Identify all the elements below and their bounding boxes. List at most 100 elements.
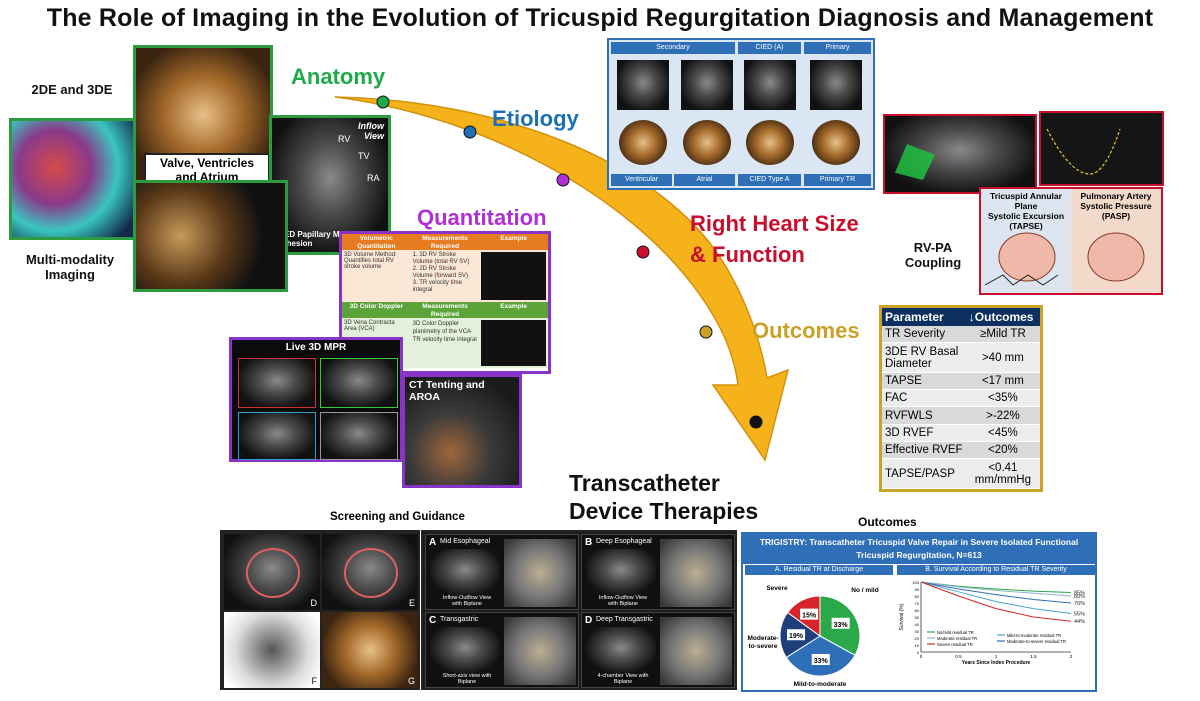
anatomy-dot <box>376 95 390 109</box>
outcome-parameter: TR Severity <box>882 326 966 344</box>
label-multimodality: Multi-modality Imaging <box>25 252 115 282</box>
mpr-view-2 <box>320 358 398 408</box>
tee-caption: Inflow-Outflow View with Biplane <box>598 595 648 607</box>
mpr-view-4 <box>320 412 398 460</box>
quantitation-dot <box>556 173 570 187</box>
mpr-label: Live 3D MPR <box>285 342 347 353</box>
outcome-threshold: <20% <box>965 441 1040 460</box>
tee-letter: C <box>429 615 437 626</box>
y-tick-label: 10 <box>915 643 920 648</box>
workflow-arrow <box>334 95 790 462</box>
multimodality-heart-image <box>9 118 137 240</box>
y-tick-label: 90 <box>915 587 920 592</box>
outcomes-row: Effective RVEF<20% <box>882 441 1040 460</box>
outcomes-row: 3DE RV Basal Diameter>40 mm <box>882 342 1040 373</box>
etiology-footer-primary: Primary TR <box>804 174 871 186</box>
quant-r2-mid: 3D Color Doppler planimetry of the VCA T… <box>412 321 477 343</box>
sub-b-label: B. Survival According to Residual TR Sev… <box>897 565 1095 575</box>
fluoro-image <box>504 617 576 685</box>
ct-view-e: E <box>322 534 418 610</box>
stage-right-heart: Right Heart Size & Function <box>690 211 859 267</box>
ct-view-d: D <box>224 534 320 610</box>
pie-value-bg <box>811 653 830 665</box>
heart-illustrations <box>984 232 1145 286</box>
rv-3d-mesh-icon <box>895 144 935 180</box>
tee-caption: 4-chamber View with Biplane <box>597 673 649 685</box>
y-axis-label: Survival (%) <box>899 603 905 630</box>
etiology-valve-1 <box>619 120 667 165</box>
tee-letter: B <box>585 537 593 548</box>
outcomes-row: FAC<35% <box>882 389 1040 408</box>
outcome-threshold: <45% <box>965 424 1040 443</box>
outcome-threshold: ≥Mild TR <box>965 326 1040 344</box>
ct-letter-d: D <box>310 598 318 608</box>
tee-echo-image <box>586 627 656 673</box>
doppler-trace-image <box>1039 111 1164 186</box>
y-tick-label: 80 <box>915 594 920 599</box>
pie-category-label: Severe <box>766 585 788 592</box>
ct-tenting-panel: CT Tenting and AROA <box>402 374 522 488</box>
outcomes-dot <box>699 325 713 339</box>
quant-r1-left: 3D Volume Method: Quantifies total RV st… <box>344 252 397 270</box>
pie-value-label: 15% <box>802 613 817 620</box>
survival-end-label: 70% <box>1074 601 1085 607</box>
etiology-echo-3 <box>744 60 796 110</box>
y-tick-label: 40 <box>915 622 920 627</box>
quant-h2-b: Measurements Required <box>410 302 480 318</box>
outcome-parameter: RVFWLS <box>882 406 966 425</box>
outcome-threshold: <35% <box>965 389 1040 408</box>
right-heart-dot <box>636 245 650 259</box>
etiology-header-secondary: Secondary <box>611 42 735 54</box>
etiology-echo-1 <box>617 60 669 110</box>
cied-caption: CIED Papillary Muscle Adhesion <box>276 230 361 248</box>
survival-end-label: 44% <box>1074 619 1085 625</box>
x-tick-label: 0 <box>920 654 923 659</box>
outcome-threshold: <0.41 mm/mmHg <box>965 458 1040 489</box>
tee-view-d: D Deep Transgastric 4-chamber View with … <box>581 612 735 688</box>
fluoro-image <box>660 617 732 685</box>
quant-h1-c: Example <box>479 234 549 250</box>
survival-line-4 <box>920 581 1072 622</box>
quant-r2-example-image <box>481 320 547 366</box>
pie-category-label: No / mild <box>851 587 878 594</box>
outcomes-row: TR Severity≥Mild TR <box>882 326 1040 344</box>
pie-value-label: 33% <box>834 622 849 629</box>
mpr-view-1 <box>238 358 316 408</box>
annulus-outline-2 <box>344 548 398 598</box>
y-tick-label: 0 <box>917 650 920 655</box>
survival-line-1 <box>920 581 1072 597</box>
pie-category-label: Moderate- <box>747 635 778 642</box>
tee-echo-image <box>430 627 500 673</box>
screening-label: Screening and Guidance <box>330 511 465 523</box>
x-tick-label: 1.5 <box>1030 654 1037 659</box>
etiology-footer-cied: CIED Type A <box>738 174 801 186</box>
live-3d-mpr-panel: Live 3D MPR <box>229 337 403 462</box>
outcome-parameter: TAPSE/PASP <box>882 458 966 489</box>
stage-outcomes: Outcomes <box>752 318 860 343</box>
ct-letter-g: G <box>407 676 415 686</box>
legend-entry: Mild-to-moderate residual TR <box>1007 633 1061 638</box>
survival-line-2 <box>920 581 1072 604</box>
rv-strain-echo <box>883 114 1037 194</box>
etiology-echo-2 <box>681 60 733 110</box>
pie-value-label: 33% <box>814 658 829 665</box>
outcomes-col-parameter: Parameter <box>882 308 966 326</box>
fluoro-image <box>504 539 576 607</box>
stage-anatomy: Anatomy <box>291 64 386 89</box>
y-tick-label: 50 <box>915 615 920 620</box>
etiology-header-primary: Primary <box>804 42 871 54</box>
tee-view-name: Deep Esophageal <box>596 538 652 545</box>
tee-caption: Inflow-Outflow View with Biplane <box>442 595 492 607</box>
pie-value-bg <box>787 629 806 641</box>
tee-view-c: C Transgastric Short-axis view with Bipl… <box>425 612 579 688</box>
quant-r1-example-image <box>481 252 547 300</box>
survival-end-label: 80% <box>1074 594 1085 600</box>
x-axis-label: Years Since Index Procedure <box>962 660 1031 666</box>
tee-view-name: Deep Transgastric <box>596 616 653 623</box>
therapies-dot <box>749 415 763 429</box>
ct-letter-f: F <box>311 676 318 686</box>
quant-h1-b: Measurements Required <box>410 234 480 250</box>
tee-view-name: Mid Esophageal <box>440 538 491 545</box>
